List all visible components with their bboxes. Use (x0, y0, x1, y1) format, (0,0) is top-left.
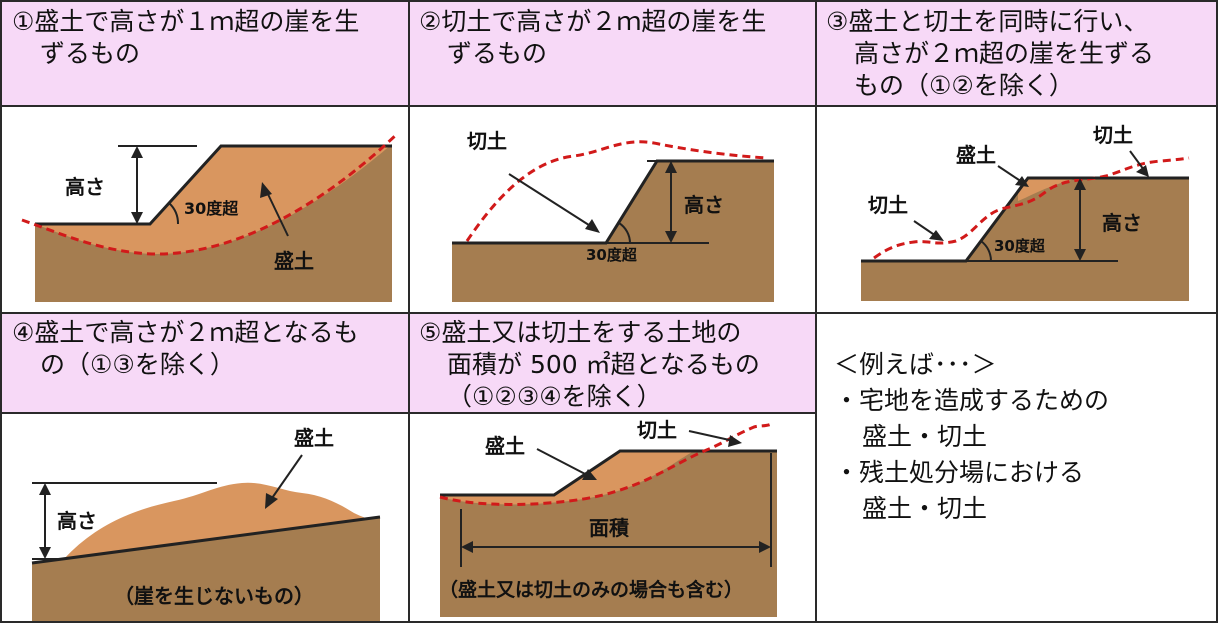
diagram-5-fill-pointer-line (536, 448, 590, 477)
diagram-5-cut-and-fill-area: 面積 盛土 切土 （盛土又は切土のみの場合も含む） (439, 418, 777, 617)
diagram-3-dashed-original-ground (873, 156, 1190, 260)
diagram-2-angle-label: 30度超 (586, 246, 638, 264)
diagram-1-surface (35, 144, 392, 226)
header-4-line2: の（①③を除く） (40, 350, 235, 379)
diagram-4-pointer-head (265, 493, 278, 509)
diagram-3-cut-label-right: 切土 (1093, 123, 1133, 147)
grid-border-bottom (0, 621, 1218, 623)
diagram-4-height-label: 高さ (57, 509, 97, 533)
diagram-2-arrowhead-top (665, 161, 677, 173)
header-2-line1: ②切土で高さが２ｍ超の崖を生 (419, 7, 767, 36)
header-cell-1: ①盛土で高さが１ｍ超の崖を生 ずるもの (2, 2, 409, 106)
diagram-2-height-label: 高さ (684, 193, 724, 217)
diagram-1-angle-arc (168, 202, 180, 225)
diagram-4-soil (32, 517, 380, 621)
grid-vline-2 (815, 0, 817, 623)
examples-item-2-sub: 盛土・切土 (862, 494, 988, 523)
grid-border-top (0, 0, 1218, 2)
examples-cell: ＜例えば･･･＞ ・宅地を造成するための 盛土・切土 ・残土処分場における 盛土… (816, 313, 1216, 621)
grid-vline-1 (408, 0, 410, 623)
header-4-line1: ④盛土で高さが２ｍ超となるも (12, 318, 359, 347)
diagram-5-fill-pointer-head (582, 469, 597, 480)
header-cell-3: ③盛土と切土を同時に行い、 高さが２ｍ超の崖を生ずる もの（①②を除く） (816, 2, 1216, 106)
diagram-2-arrowhead-bottom (665, 231, 677, 243)
examples-item-1: ・宅地を造成するための (834, 386, 1110, 415)
header-cell-4: ④盛土で高さが２ｍ超となるも の（①③を除く） (2, 313, 409, 413)
grid-border-left (0, 0, 2, 623)
grid-hline-3 (0, 412, 816, 414)
header-2-line2: ずるもの (447, 39, 548, 68)
diagram-3-fill-label: 盛土 (956, 143, 996, 167)
grid-border-right (1216, 0, 1218, 623)
diagram-4-pointer-line (269, 454, 303, 502)
diagram-1-height-label: 高さ (65, 175, 105, 199)
diagram-2-cut-cliff: 高さ 30度超 切土 (452, 129, 774, 302)
diagram-5-caption: （盛土又は切土のみの場合も含む） (439, 578, 743, 601)
header-1-line1: ①盛土で高さが１ｍ超の崖を生 (12, 7, 360, 36)
header-cell-2: ②切土で高さが２ｍ超の崖を生 ずるもの (409, 2, 816, 106)
examples-item-2: ・残土処分場における (834, 458, 1085, 487)
diagram-5-arrowhead-left (461, 541, 473, 553)
diagram-3-arrowhead-top (1074, 178, 1086, 190)
header-cell-5: ⑤盛土又は切土をする土地の 面積が 500 ㎡超となるもの （①②③④を除く） (409, 313, 816, 413)
diagram-4-fill (64, 482, 372, 559)
header-5-line1: ⑤盛土又は切土をする土地の (419, 318, 742, 347)
diagram-3-angle-arc (980, 240, 992, 262)
diagram-1-dashed-original-ground (21, 132, 399, 256)
diagram-3-fill-pointer-line (997, 165, 1023, 183)
diagram-1-pointer-head (260, 182, 272, 198)
grid-hline-2 (0, 312, 1218, 314)
diagram-1-pointer-line (265, 189, 289, 237)
diagram-3-soil (861, 178, 1189, 301)
header-3-line2: 高さが２ｍ超の崖を生ずる (854, 39, 1155, 68)
diagram-1-arrowhead-top (131, 146, 143, 158)
diagram-4-arrowhead-bottom (39, 547, 51, 559)
header-5-line2: 面積が 500 ㎡超となるもの (447, 350, 760, 379)
diagram-3-fill-pointer-head (1015, 176, 1029, 187)
header-1-line2: ずるもの (40, 39, 141, 68)
diagram-5-soil (440, 451, 777, 617)
diagram-3-angle-label: 30度超 (994, 237, 1046, 255)
grid-hline-1 (0, 105, 1218, 107)
diagram-3-fill (1018, 178, 1079, 201)
diagram-3-cut-pointer-left (913, 220, 937, 237)
diagram-5-dashed-original-ground (439, 421, 774, 506)
diagram-5-fill-label: 盛土 (485, 434, 525, 458)
examples-intro: ＜例えば･･･＞ (834, 350, 997, 379)
diagram-5-cut-pointer-head (728, 435, 742, 447)
diagram-2-soil (452, 161, 774, 302)
diagram-3-cut-pointer-right-head (1136, 165, 1149, 177)
diagram-3-cut-pointer-left-head (929, 230, 944, 241)
diagram-3-cut-pointer-right (1129, 150, 1145, 171)
diagram-2-cut-label: 切土 (467, 129, 507, 153)
header-3-line1: ③盛土と切土を同時に行い、 (826, 7, 1149, 36)
diagram-5-arrowhead-right (759, 541, 771, 553)
diagram-1-fill (35, 144, 392, 255)
diagram-2-surface (452, 159, 774, 245)
diagram-5-fill (440, 451, 694, 505)
diagram-5-area-label: 面積 (589, 516, 630, 540)
diagram-1-angle-label: 30度超 (184, 199, 239, 218)
diagram-4-embankment-mound: 高さ 盛土 （崖を生じないもの） (31, 426, 381, 621)
diagram-1-embankment-cliff: 高さ 30度超 盛土 (21, 132, 399, 302)
diagram-1-fill-label: 盛土 (274, 249, 314, 273)
diagram-2-dashed-original-ground (465, 140, 768, 242)
diagram-2-angle-arc (618, 222, 631, 244)
diagram-3-arrowhead-bottom (1074, 249, 1086, 261)
diagram-4-fill-label: 盛土 (294, 426, 334, 450)
diagram-3-height-label: 高さ (1102, 211, 1142, 235)
diagram-4-arrowhead-top (39, 483, 51, 495)
diagram-1-arrowhead-bottom (131, 212, 143, 224)
examples-item-1-sub: 盛土・切土 (862, 422, 988, 451)
header-5-line3: （①②③④を除く） (447, 382, 662, 411)
diagram-4-ground-line (31, 515, 381, 565)
header-3-line3: もの（①②を除く） (854, 71, 1074, 100)
diagram-5-cut-label: 切土 (637, 418, 677, 442)
diagram-5-cut-pointer-line (688, 430, 735, 442)
diagram-3-cut-and-fill-cliff: 高さ 30度超 盛土 切土 切土 (861, 123, 1190, 301)
diagram-4-caption: （崖を生じないもの） (114, 584, 314, 608)
diagram-3-cut-label-left: 切土 (868, 193, 908, 217)
diagram-2-pointer-head (585, 219, 600, 233)
diagram-2-pointer-line (508, 173, 593, 228)
